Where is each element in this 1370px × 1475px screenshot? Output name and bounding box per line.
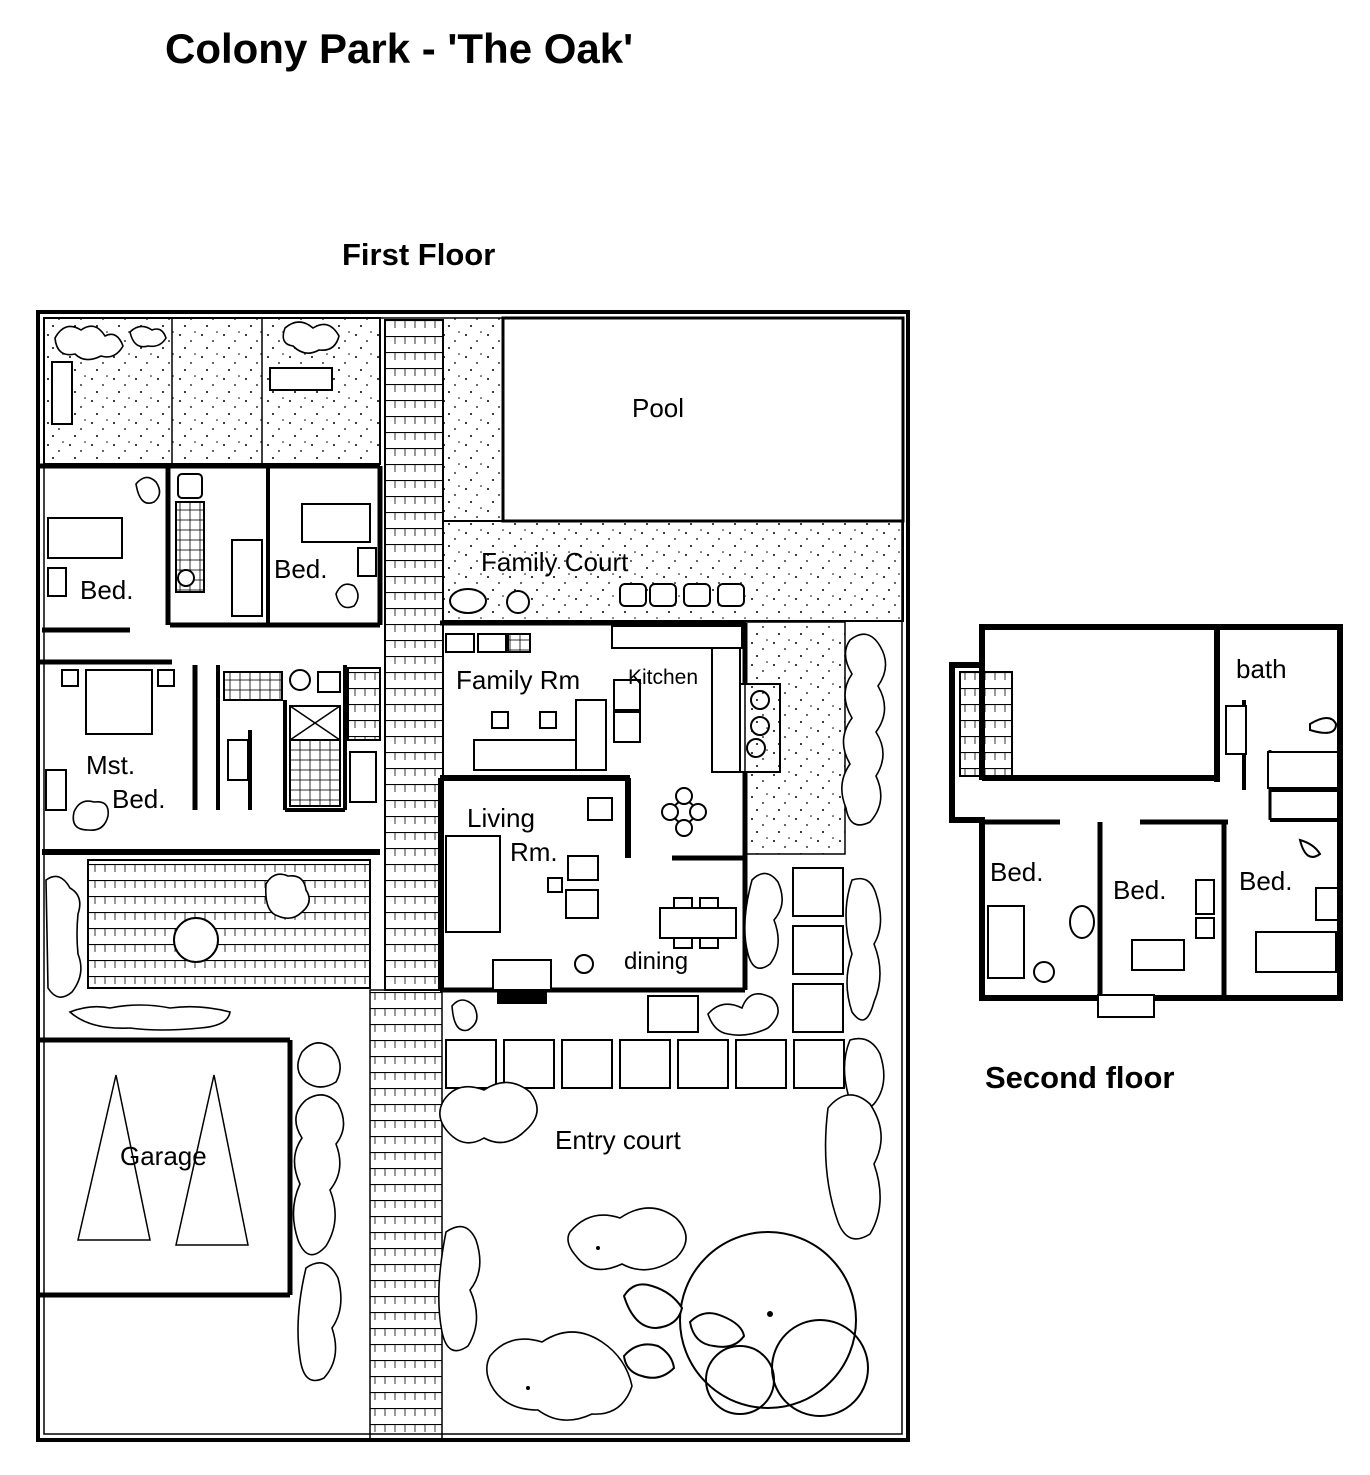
bedroom-wing xyxy=(38,463,383,855)
pool xyxy=(501,316,905,523)
label-bed-left: Bed. xyxy=(80,575,134,605)
entry-paving xyxy=(445,867,845,1089)
label-upper-bed-2: Bed. xyxy=(1113,875,1167,905)
label-upper-bed-3: Bed. xyxy=(1239,866,1293,896)
label-dining: dining xyxy=(624,948,688,975)
second-floor-heading: Second floor xyxy=(985,1060,1174,1095)
plan-title: Colony Park - 'The Oak' xyxy=(165,25,633,72)
label-garage: Garage xyxy=(120,1141,207,1171)
deck xyxy=(87,859,371,989)
landscaping xyxy=(292,633,887,1421)
second-floor-plan xyxy=(949,624,1343,1018)
label-kitchen: Kitchen xyxy=(628,666,698,689)
room-labels: Pool Family Court Bed. Bed. Family Rm Ki… xyxy=(80,393,1293,1171)
label-upper-bed-1: Bed. xyxy=(990,857,1044,887)
lot-boundary xyxy=(36,310,910,1442)
label-bed-right: Bed. xyxy=(274,554,328,584)
label-family-court: Family Court xyxy=(481,547,629,577)
label-master-bed-2: Bed. xyxy=(112,784,166,814)
label-living-1: Living xyxy=(467,803,535,833)
side-yard xyxy=(744,621,846,855)
label-living-2: Rm. xyxy=(510,837,558,867)
central-walkway xyxy=(384,319,444,991)
label-bath: bath xyxy=(1236,654,1287,684)
first-floor-heading: First Floor xyxy=(342,237,495,272)
label-entry-court: Entry court xyxy=(555,1125,681,1155)
label-family-room: Family Rm xyxy=(456,665,580,695)
first-floor-plan xyxy=(36,310,910,1442)
label-pool: Pool xyxy=(632,393,684,423)
living-block xyxy=(438,620,781,1004)
garage xyxy=(40,1037,293,1298)
label-master-bed-1: Mst. xyxy=(86,750,135,780)
